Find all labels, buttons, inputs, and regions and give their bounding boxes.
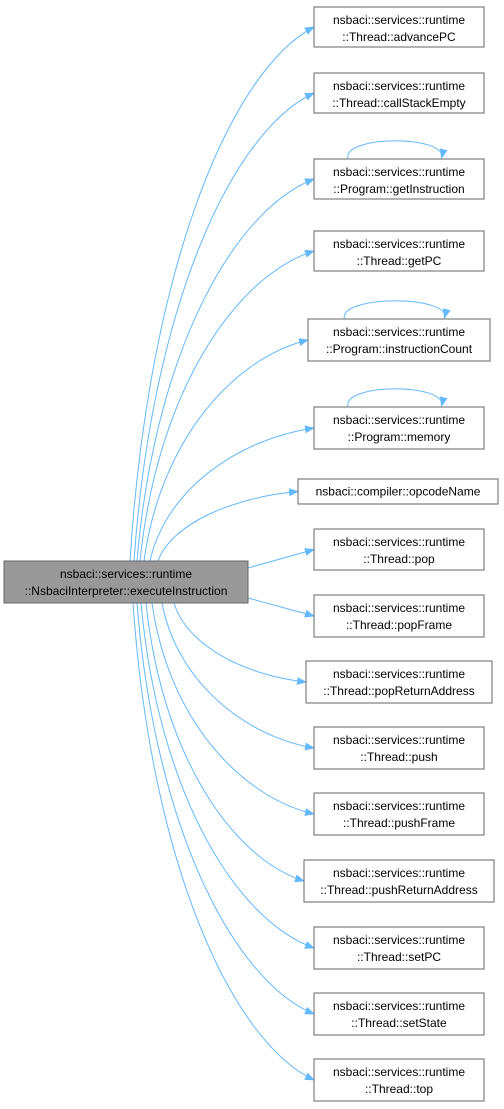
self-loops-layer	[343, 140, 451, 408]
node-label-line1: nsbaci::services::runtime	[333, 799, 465, 813]
callee-node[interactable]: nsbaci::services::runtime::Program::getI…	[313, 158, 485, 200]
call-edge	[145, 602, 305, 883]
call-edge	[143, 338, 309, 562]
callee-node[interactable]: nsbaci::services::runtime::Thread::setSt…	[313, 992, 485, 1036]
callee-node[interactable]: nsbaci::services::runtime::Thread::pushR…	[303, 859, 495, 903]
node-label-line1: nsbaci::services::runtime	[333, 733, 465, 747]
call-edge	[149, 425, 315, 562]
callee-node[interactable]: nsbaci::services::runtime::Thread::getPC	[313, 230, 485, 272]
call-edge	[161, 602, 315, 751]
call-edge	[136, 602, 315, 1015]
call-edge	[132, 602, 315, 1081]
self-loop-edge	[343, 300, 451, 320]
callee-node[interactable]: nsbaci::services::runtime::Thread::setPC	[313, 926, 485, 970]
call-edge	[157, 488, 299, 562]
callee-node[interactable]: nsbaci::services::runtime::Program::memo…	[313, 406, 485, 450]
call-edge	[247, 548, 315, 569]
callee-node[interactable]: nsbaci::services::runtime::Thread::top	[313, 1058, 485, 1102]
node-box	[313, 158, 485, 200]
node-label-line2: ::Thread::push	[360, 750, 437, 764]
node-label-line2: ::Thread::pushReturnAddress	[320, 883, 477, 897]
node-box	[313, 792, 485, 836]
nodes-layer: nsbaci::services::runtime::Thread::advan…	[3, 6, 499, 1102]
callee-node[interactable]: nsbaci::services::runtime::Thread::popRe…	[305, 660, 493, 704]
node-label-line2: ::Thread::top	[365, 1082, 433, 1096]
callee-node[interactable]: nsbaci::services::runtime::Program::inst…	[307, 318, 491, 362]
node-label-line1: nsbaci::services::runtime	[333, 866, 465, 880]
callee-node[interactable]: nsbaci::compiler::opcodeName	[297, 478, 499, 505]
node-label-line2: ::Thread::setPC	[357, 950, 441, 964]
node-box	[313, 528, 485, 571]
node-label-line1: nsbaci::services::runtime	[333, 237, 465, 251]
call-edge	[136, 178, 315, 562]
node-label-line2: ::Thread::advancePC	[342, 30, 456, 44]
node-box	[313, 230, 485, 272]
node-box	[313, 594, 485, 638]
node-label-line1: nsbaci::services::runtime	[333, 1065, 465, 1079]
call-edge	[129, 26, 315, 562]
callee-node[interactable]: nsbaci::services::runtime::Thread::pushF…	[313, 792, 485, 836]
callee-node[interactable]: nsbaci::services::runtime::Thread::push	[313, 726, 485, 770]
node-label-line1: nsbaci::services::runtime	[333, 79, 465, 93]
node-label-line2: ::Thread::callStackEmpty	[332, 96, 465, 110]
callee-node[interactable]: nsbaci::services::runtime::Thread::advan…	[313, 6, 485, 48]
call-edge	[133, 92, 315, 562]
callee-node[interactable]: nsbaci::services::runtime::Thread::popFr…	[313, 594, 485, 638]
node-label-line2: ::Thread::setState	[351, 1016, 447, 1030]
node-box	[313, 726, 485, 770]
self-loop-edge	[347, 140, 448, 160]
node-label-line1: nsbaci::services::runtime	[333, 325, 465, 339]
node-box	[313, 926, 485, 970]
node-label-line1: nsbaci::services::runtime	[333, 667, 465, 681]
call-edge	[140, 602, 315, 949]
node-label-line1: nsbaci::services::runtime	[333, 601, 465, 615]
edges-layer	[129, 26, 315, 1081]
node-box	[313, 1058, 485, 1102]
node-label-line1: nsbaci::services::runtime	[333, 535, 465, 549]
node-label-line2: ::Thread::popReturnAddress	[323, 684, 474, 698]
node-label-line2: ::Thread::popFrame	[346, 618, 452, 632]
root-node[interactable]: nsbaci::services::runtime::NsbaciInterpr…	[3, 560, 249, 604]
node-box	[313, 406, 485, 450]
node-box	[305, 660, 493, 704]
self-loop-edge	[347, 388, 448, 408]
node-label-line1: nsbaci::services::runtime	[333, 13, 465, 27]
node-label-line2: ::Program::getInstruction	[333, 182, 464, 196]
call-edge	[151, 602, 315, 816]
node-label-line1: nsbaci::services::runtime	[333, 165, 465, 179]
node-label-line1: nsbaci::services::runtime	[60, 567, 192, 581]
node-label-line2: ::Thread::pushFrame	[343, 816, 455, 830]
call-edge	[247, 597, 315, 618]
node-label-line2: ::Program::instructionCount	[326, 342, 473, 356]
node-label-line2: ::Thread::pop	[363, 552, 435, 566]
node-box	[307, 318, 491, 362]
node-label: nsbaci::compiler::opcodeName	[316, 485, 481, 499]
node-box	[313, 6, 485, 48]
node-label-line1: nsbaci::services::runtime	[333, 933, 465, 947]
callee-node[interactable]: nsbaci::services::runtime::Thread::callS…	[313, 72, 485, 114]
node-label-line2: ::Program::memory	[348, 430, 451, 444]
call-edge	[139, 249, 315, 562]
callee-node[interactable]: nsbaci::services::runtime::Thread::pop	[313, 528, 485, 571]
node-box	[3, 560, 249, 604]
node-box	[313, 72, 485, 114]
node-label-line1: nsbaci::services::runtime	[333, 413, 465, 427]
node-box	[297, 478, 499, 505]
node-label-line2: ::NsbaciInterpreter::executeInstruction	[25, 584, 228, 598]
node-box	[303, 859, 495, 903]
node-label-line2: ::Thread::getPC	[357, 254, 442, 268]
node-box	[313, 992, 485, 1036]
node-label-line1: nsbaci::services::runtime	[333, 999, 465, 1013]
call-edge	[173, 602, 307, 686]
